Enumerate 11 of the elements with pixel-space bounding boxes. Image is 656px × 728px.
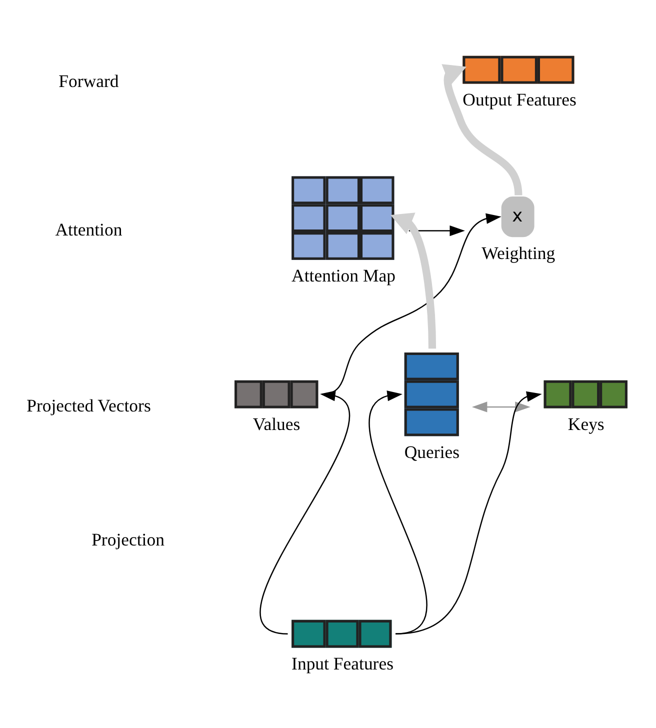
node-label: Attention Map [292,265,396,286]
node-label: Input Features [292,653,394,674]
label: Projection [92,528,164,549]
node-label: Weighting [482,242,556,262]
label: Projected Vectors [26,395,151,416]
node-label: Queries [404,441,460,462]
node-label: Output Features [462,89,576,110]
node-label: Keys [568,414,604,434]
node-label: Values [252,414,300,434]
label: Forward [58,70,119,91]
label: Attention [55,218,122,239]
